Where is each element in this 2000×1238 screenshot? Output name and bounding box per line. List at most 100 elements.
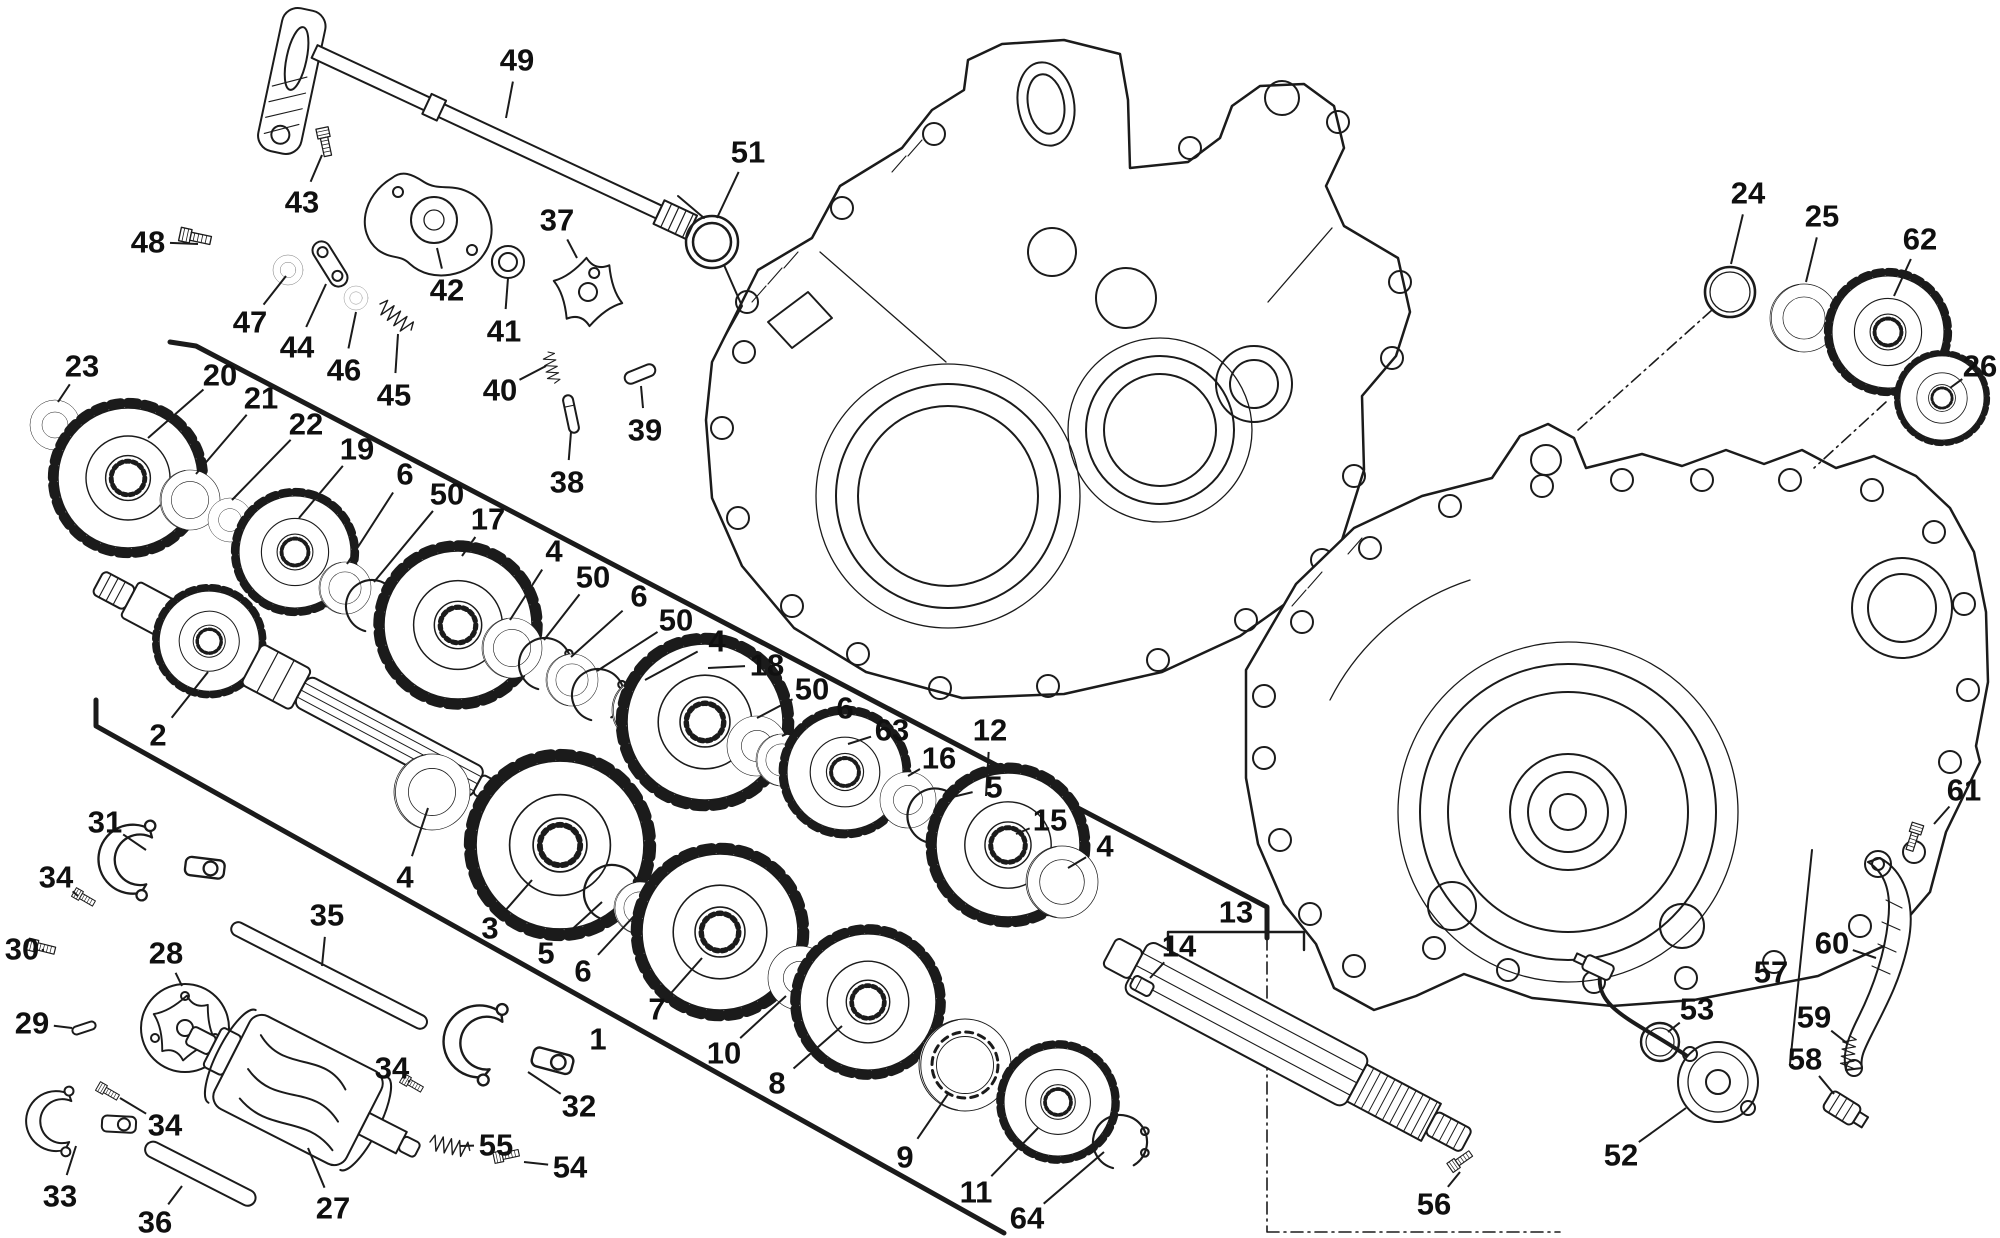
part-callout-8: 8 [768, 1066, 785, 1101]
leader-line-17 [461, 536, 477, 557]
part-callout-42: 42 [430, 273, 464, 308]
leader-line-64 [1043, 1151, 1105, 1205]
part-callout-37: 37 [540, 203, 574, 238]
line-57 [1789, 849, 1813, 1065]
leader-line-49 [505, 81, 514, 119]
part-callout-53: 53 [1680, 992, 1714, 1027]
part-callout-10: 10 [707, 1036, 741, 1071]
leader-line-48 [169, 241, 199, 245]
leader-line-34c [407, 1079, 411, 1083]
neutral-switch-52 [1572, 952, 1759, 1123]
part-callout-4a: 4 [545, 534, 563, 569]
part-callout-44: 44 [280, 330, 315, 365]
leader-line-33 [65, 1145, 77, 1176]
part-callout-62: 62 [1903, 222, 1937, 257]
leader-line-25 [1805, 237, 1818, 283]
leader-line-27 [307, 1147, 326, 1189]
part-callout-7: 7 [648, 992, 665, 1027]
pin-38 [562, 394, 580, 434]
leader-line-50b [543, 593, 581, 641]
collar-41 [490, 245, 525, 279]
part-callout-21: 21 [244, 381, 278, 416]
part-callout-57: 57 [1754, 955, 1788, 990]
part-callout-61: 61 [1947, 773, 1981, 808]
o-ring-24 [1703, 265, 1757, 319]
return-spring [677, 195, 743, 339]
leader-line-29 [53, 1024, 73, 1029]
part-callout-51: 51 [731, 135, 765, 170]
o-ring-53 [1639, 1021, 1681, 1063]
part-callout-12: 12 [973, 713, 1007, 748]
leader-line-6a [346, 491, 394, 565]
pin-29 [71, 1020, 97, 1036]
leader-line-52 [1638, 1107, 1687, 1143]
leader-line-8 [792, 1025, 843, 1070]
leader-line-60 [1852, 949, 1877, 959]
bush-4 [481, 617, 543, 679]
leader-line-37 [566, 239, 578, 259]
leader-line-10 [739, 995, 787, 1039]
leader-line-24 [1730, 214, 1744, 265]
part-callout-60: 60 [1815, 926, 1849, 961]
leader-line-31 [122, 833, 147, 851]
leader-line-4b [644, 650, 699, 681]
gearshift-shaft [310, 44, 699, 241]
leader-line-34a [71, 890, 79, 897]
leader-line-38 [567, 431, 572, 461]
leader-line-54 [523, 1161, 549, 1166]
leader-line-6b [570, 609, 624, 658]
part-callout-56: 56 [1417, 1187, 1451, 1222]
part-callout-1: 1 [589, 1022, 606, 1057]
part-callout-2: 2 [149, 718, 166, 753]
shift-fork-33 [12, 1056, 145, 1189]
part-callout-50c: 50 [659, 603, 693, 638]
leader-line-58 [1818, 1075, 1835, 1095]
part-callout-19: 19 [340, 432, 374, 467]
leader-line-23 [57, 383, 71, 403]
leader-line-50a [373, 510, 434, 583]
part-callout-14: 14 [1162, 929, 1197, 964]
leader-line-15 [1015, 827, 1031, 835]
leader-line-12 [985, 751, 990, 797]
part-callout-39: 39 [628, 413, 662, 448]
part-callout-35: 35 [310, 898, 344, 933]
leader-line-28 [174, 972, 183, 987]
leader-line-50c [596, 631, 659, 672]
part-callout-18: 18 [750, 648, 784, 683]
part-callout-20: 20 [203, 358, 237, 393]
part-callout-34b: 34 [148, 1108, 183, 1143]
part-callout-41: 41 [487, 314, 521, 349]
gearshift-shaft-assembly [177, 6, 743, 434]
leader-line-19 [298, 465, 344, 519]
part-callout-47: 47 [233, 305, 267, 340]
part-callout-45: 45 [377, 378, 411, 413]
part-callout-34c: 34 [375, 1051, 410, 1086]
leader-line-11 [990, 1127, 1039, 1177]
part-callout-4d: 4 [396, 860, 414, 895]
leader-line-62 [1893, 258, 1912, 297]
link-44 [311, 240, 349, 288]
leader-line-41 [504, 277, 509, 310]
shift-drum-27 [185, 1008, 421, 1172]
part-callout-54: 54 [553, 1150, 588, 1185]
part-callout-16: 16 [922, 741, 956, 776]
leader-line-4a [509, 569, 544, 621]
gear-8 [795, 929, 941, 1075]
part-callout-24: 24 [1731, 176, 1766, 211]
leader-line-42 [436, 247, 443, 269]
leader-line-26 [1949, 378, 1963, 389]
part-callout-31: 31 [88, 805, 122, 840]
leader-line-40 [519, 365, 547, 381]
leader-line-32 [527, 1071, 562, 1095]
leader-line-43 [309, 154, 323, 183]
screw-34 [71, 887, 97, 909]
shift-fork-32 [429, 971, 583, 1126]
part-callout-22: 22 [289, 407, 323, 442]
pin-14 [1129, 975, 1155, 997]
part-callout-13: 13 [1219, 895, 1253, 930]
part-callout-58: 58 [1788, 1042, 1822, 1077]
part-callout-5b: 5 [537, 936, 554, 971]
fork-rod-36 [144, 1140, 257, 1207]
